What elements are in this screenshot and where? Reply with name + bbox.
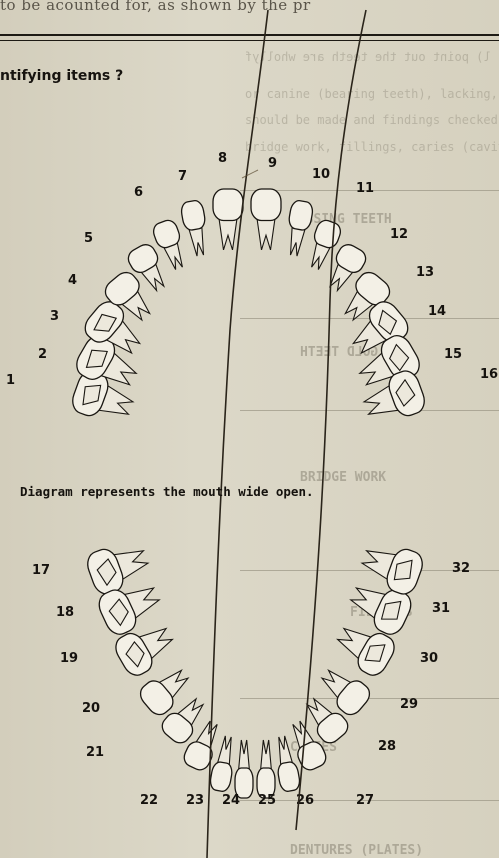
upper-tooth	[151, 218, 190, 273]
lower-arch	[84, 536, 427, 798]
lower-tooth	[272, 735, 301, 793]
tooth-number: 2	[38, 347, 47, 362]
pencil-line-left	[207, 10, 268, 858]
tooth-number: 18	[56, 605, 74, 620]
tooth-number: 13	[416, 265, 434, 280]
lower-tooth	[235, 740, 253, 798]
tooth-number: 7	[178, 169, 187, 184]
tooth-number: 31	[432, 601, 450, 616]
tooth-number: 11	[356, 181, 374, 196]
tooth-number: 19	[60, 651, 78, 666]
tooth-number: 1	[6, 373, 15, 388]
upper-tooth	[283, 199, 314, 257]
tooth-number: 10	[312, 167, 330, 182]
tooth-number: 32	[452, 561, 470, 576]
tooth-number: 22	[140, 793, 158, 808]
tooth-number: 29	[400, 697, 418, 712]
tooth-number: 27	[356, 793, 374, 808]
tooth-number: 14	[428, 304, 446, 319]
tooth-number: 20	[82, 701, 100, 716]
upper-tooth	[304, 218, 343, 273]
upper-tooth	[180, 199, 211, 257]
tooth-number: 23	[186, 793, 204, 808]
tooth-number: 12	[390, 227, 408, 242]
tooth-number: 24	[222, 793, 240, 808]
tooth-number: 30	[420, 651, 438, 666]
tooth-number: 25	[258, 793, 276, 808]
tooth-number: 9	[268, 156, 277, 171]
lower-tooth	[209, 735, 238, 793]
tooth-number: 8	[218, 151, 227, 166]
tooth-number: 3	[50, 309, 59, 324]
tooth-number: 4	[68, 273, 77, 288]
tooth-number: 17	[32, 563, 50, 578]
diagram-caption: Diagram represents the mouth wide open.	[20, 484, 314, 499]
upper-arch	[69, 189, 429, 429]
tooth-number: 21	[86, 745, 104, 760]
upper-tooth	[359, 367, 429, 428]
lower-tooth	[357, 536, 427, 597]
lower-tooth	[84, 536, 154, 597]
upper-tooth	[251, 189, 281, 250]
tooth-number: 15	[444, 347, 462, 362]
tooth-number: 28	[378, 739, 396, 754]
lower-tooth	[257, 740, 275, 798]
pencil-sketch-arrow	[242, 170, 258, 178]
tooth-number: 5	[84, 231, 93, 246]
tooth-number: 16	[480, 367, 498, 382]
tooth-number: 6	[134, 185, 143, 200]
